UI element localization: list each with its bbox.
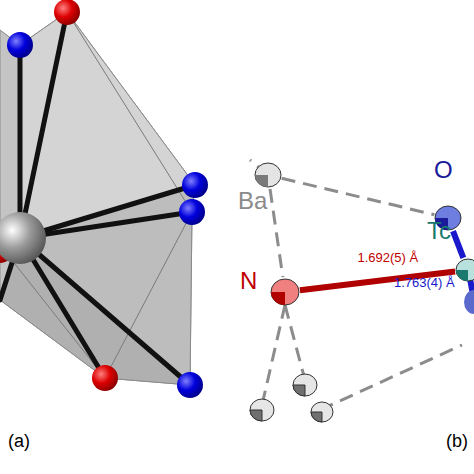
atom-label: O (434, 158, 453, 182)
tc-n-bond (300, 272, 455, 291)
panel-label: (b) (446, 432, 468, 450)
nitrogen-atom: N (270, 277, 300, 307)
thermal-ellipsoid (270, 277, 300, 307)
barium-atom: Ba (254, 161, 282, 189)
thermal-ellipsoid (254, 161, 282, 189)
atom-label: N (240, 269, 257, 293)
technetium-atom: Tc (455, 257, 474, 283)
ba-o-contact (282, 178, 435, 214)
panel-label: (a) (8, 432, 30, 450)
thermal-ellipsoid (455, 257, 474, 283)
ba-n-contact (270, 189, 283, 277)
atom-label: Tc (427, 219, 451, 243)
bond-length: 1.763(4) Å (394, 276, 455, 289)
ortep-contacts (250, 160, 474, 422)
tc-o-bond (453, 231, 463, 258)
coordination-polyhedron (0, 0, 208, 398)
atom-label: Ba (238, 189, 267, 213)
bond-length: 1.692(5) Å (357, 251, 418, 264)
